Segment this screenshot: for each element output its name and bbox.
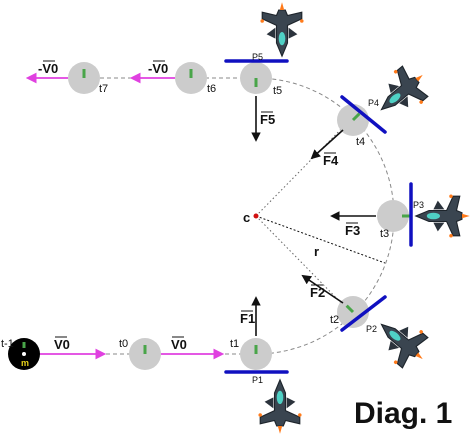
force-label-f5: F5 <box>260 112 275 127</box>
ball-t6 <box>175 62 207 94</box>
radius-label: r <box>314 244 319 259</box>
force-arrow-f2 <box>301 274 344 304</box>
time-label-t0: t0 <box>119 338 128 350</box>
velocity-overbars <box>43 60 184 338</box>
velocity-arrows <box>25 72 225 360</box>
paddles <box>224 59 413 374</box>
center-label: c <box>243 210 250 225</box>
paddle-p4 <box>340 95 387 134</box>
time-label-t5: t5 <box>273 85 282 97</box>
force-label-f3: F3 <box>345 223 360 238</box>
ship-upper-right <box>367 57 438 127</box>
path-arc <box>255 77 395 355</box>
ship-lower-right <box>367 307 438 377</box>
force-label-f4: F4 <box>323 153 339 168</box>
time-label-t4: t4 <box>356 136 365 148</box>
ship-bottom <box>257 379 303 435</box>
balls <box>8 62 411 370</box>
mass-ball-t-1 <box>8 338 40 370</box>
diagram-title: Diag. 1 <box>354 397 452 430</box>
radius-lines <box>255 117 386 315</box>
ball-t3 <box>377 200 411 232</box>
center-point <box>253 213 259 219</box>
velocity-label-neg-a: -V0 <box>148 61 168 76</box>
ball-t5 <box>240 62 272 94</box>
velocity-label-a: V0 <box>54 337 70 352</box>
paddle-label-p4: P4 <box>368 98 379 108</box>
ball-t2 <box>337 296 369 328</box>
force-overbars <box>241 111 358 312</box>
paddle-label-p3: P3 <box>413 200 424 210</box>
paddle-label-p1: P1 <box>252 375 263 385</box>
time-label-t6: t6 <box>207 83 216 95</box>
force-label-f1: F1 <box>240 311 255 326</box>
force-arrow-f4 <box>310 129 344 160</box>
time-label-t2: t2 <box>330 314 339 326</box>
radius-line <box>255 215 386 264</box>
force-label-f2: F2 <box>310 285 325 300</box>
time-label-t1: t1 <box>230 338 239 350</box>
mass-label: m <box>21 358 29 368</box>
time-label-t7: t7 <box>99 83 108 95</box>
time-label-t3: t3 <box>380 228 389 240</box>
velocity-label-neg-b: -V0 <box>38 61 58 76</box>
ball-t7 <box>68 62 100 94</box>
ships <box>257 1 471 435</box>
force-arrows <box>251 96 376 336</box>
ball-t1 <box>240 338 272 370</box>
ball-t0 <box>129 338 161 370</box>
time-label-t-1: t-1 <box>1 338 14 350</box>
paddle-label-p2: P2 <box>366 324 377 334</box>
ship-top <box>259 1 305 57</box>
paddle-p2 <box>340 295 387 332</box>
velocity-label-b: V0 <box>171 337 187 352</box>
paddle-label-p5: P5 <box>252 52 263 62</box>
